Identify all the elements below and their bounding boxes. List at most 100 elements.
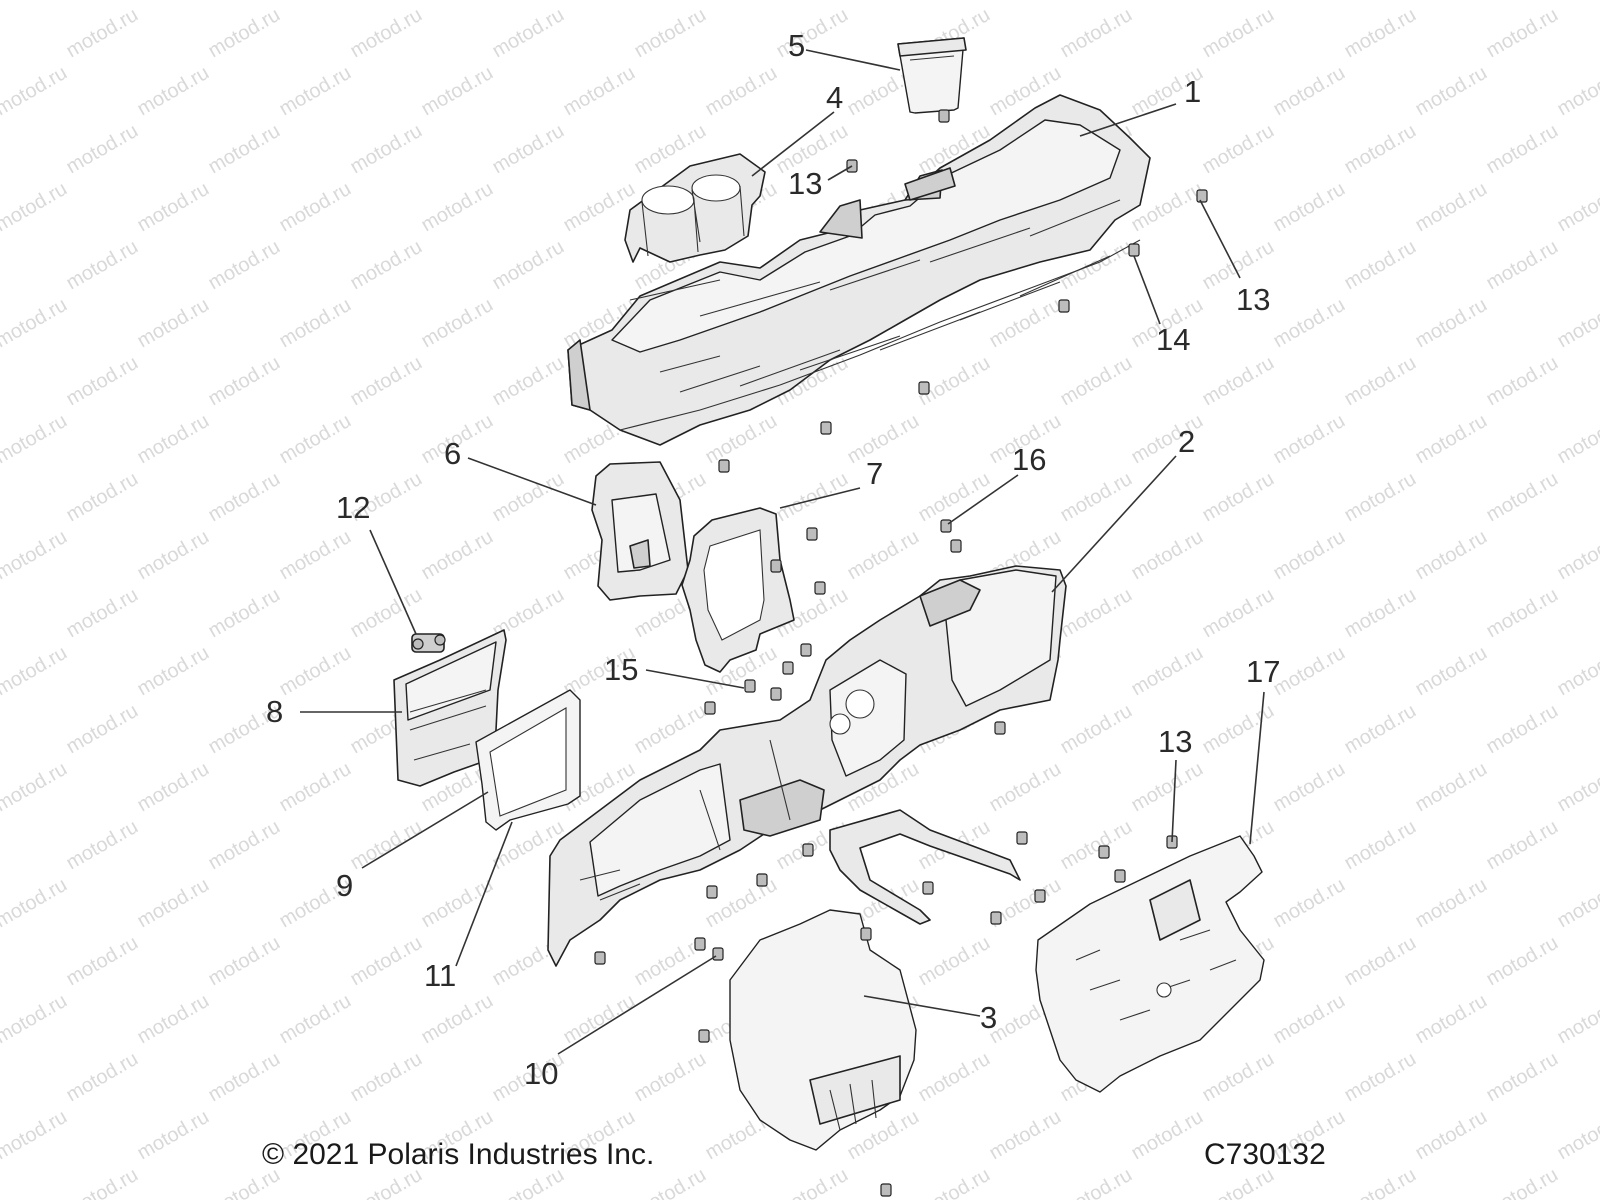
watermark-text: motod.ru — [631, 1048, 710, 1107]
watermark-text: motod.ru — [418, 990, 497, 1049]
callout-13-upper-left: 13 — [788, 166, 822, 201]
watermark-text: motod.ru — [63, 1164, 142, 1200]
watermark-text: motod.ru — [0, 410, 71, 469]
leader-lines — [300, 49, 1265, 1055]
watermark-text: motod.ru — [1483, 468, 1562, 527]
watermark-text: motod.ru — [1554, 0, 1600, 4]
watermark-text: motod.ru — [1483, 816, 1562, 875]
watermark-text: motod.ru — [276, 410, 355, 469]
watermark-text: motod.ru — [205, 932, 284, 991]
watermark-text: motod.ru — [134, 294, 213, 353]
watermark-text: motod.ru — [0, 758, 71, 817]
watermark-text: motod.ru — [1483, 1164, 1562, 1200]
watermark-text: motod.ru — [205, 1048, 284, 1107]
watermark-text: motod.ru — [1199, 468, 1278, 527]
watermark-text: motod.ru — [134, 526, 213, 585]
watermark-text: motod.ru — [560, 62, 639, 121]
watermark-text: motod.ru — [276, 294, 355, 353]
fastener — [880, 1183, 892, 1197]
watermark-text: motod.ru — [986, 1106, 1065, 1165]
watermark-text: motod.ru — [1199, 120, 1278, 179]
watermark-text: motod.ru — [0, 1106, 71, 1165]
watermark-text: motod.ru — [418, 62, 497, 121]
watermark-text: motod.ru — [418, 874, 497, 933]
callout-6: 6 — [444, 436, 461, 471]
fastener — [770, 559, 782, 573]
watermark-text: motod.ru — [986, 294, 1065, 353]
fastener — [712, 947, 724, 961]
callout-7: 7 — [866, 456, 883, 491]
watermark-text: motod.ru — [1554, 294, 1600, 353]
watermark-text: motod.ru — [347, 816, 426, 875]
callout-labels: 1 2 3 4 5 6 7 8 9 10 11 12 13 13 13 14 1… — [266, 28, 1280, 1091]
fastener — [860, 927, 872, 941]
watermark-text: motod.ru — [702, 62, 781, 121]
watermark-text: motod.ru — [1412, 0, 1491, 4]
watermark-text: motod.ru — [1341, 120, 1420, 179]
watermark-text: motod.ru — [1554, 526, 1600, 585]
fastener — [1128, 243, 1140, 257]
watermark-text: motod.ru — [1483, 4, 1562, 63]
callout-5: 5 — [788, 28, 805, 63]
watermark-text: motod.ru — [1057, 816, 1136, 875]
watermark-text: motod.ru — [560, 990, 639, 1049]
watermark-text: motod.ru — [1554, 410, 1600, 469]
watermark-text: motod.ru — [1412, 294, 1491, 353]
watermark-text: motod.ru — [205, 584, 284, 643]
watermark-text: motod.ru — [134, 990, 213, 1049]
support-bracket — [829, 809, 1021, 925]
diagram-code: C730132 — [1204, 1138, 1326, 1171]
callout-11: 11 — [424, 958, 456, 993]
watermark-text: motod.ru — [1483, 120, 1562, 179]
fastener — [940, 519, 952, 533]
watermark-text: motod.ru — [1554, 178, 1600, 237]
watermark-text: motod.ru — [1554, 874, 1600, 933]
watermark-text: motod.ru — [915, 1048, 994, 1107]
watermark-text: motod.ru — [1270, 758, 1349, 817]
fastener — [1114, 869, 1126, 883]
watermark-text: motod.ru — [347, 1048, 426, 1107]
callout-10: 10 — [524, 1056, 558, 1091]
watermark-text: motod.ru — [63, 236, 142, 295]
watermark-text: motod.ru — [1412, 642, 1491, 701]
watermark-text: motod.ru — [134, 642, 213, 701]
watermark-text: motod.ru — [1554, 758, 1600, 817]
watermark-text: motod.ru — [347, 584, 426, 643]
watermark-text: motod.ru — [134, 1106, 213, 1165]
watermark-text: motod.ru — [1057, 468, 1136, 527]
watermark-text: motod.ru — [1128, 758, 1207, 817]
watermark-text: motod.ru — [1270, 0, 1349, 4]
watermark-text: motod.ru — [915, 1164, 994, 1200]
watermark-text: motod.ru — [1341, 1048, 1420, 1107]
watermark-text: motod.ru — [702, 0, 781, 4]
watermark-text: motod.ru — [489, 4, 568, 63]
watermark-text: motod.ru — [63, 4, 142, 63]
watermark-text: motod.ru — [276, 642, 355, 701]
watermark-text: motod.ru — [205, 352, 284, 411]
part-4-cup-holder — [624, 153, 766, 263]
watermark-text: motod.ru — [276, 990, 355, 1049]
watermark-text: motod.ru — [63, 584, 142, 643]
watermark-text: motod.ru — [1412, 410, 1491, 469]
callout-13-upper-right: 13 — [1236, 282, 1270, 317]
watermark-text: motod.ru — [560, 0, 639, 4]
watermark-text: motod.ru — [489, 236, 568, 295]
watermark-text: motod.ru — [1483, 700, 1562, 759]
watermark-text: motod.ru — [915, 468, 994, 527]
watermark-text: motod.ru — [1270, 642, 1349, 701]
watermark-text: motod.ru — [1199, 352, 1278, 411]
watermark-text: motod.ru — [631, 700, 710, 759]
watermark-text: motod.ru — [134, 758, 213, 817]
watermark-text: motod.ru — [1341, 352, 1420, 411]
watermark-text: motod.ru — [0, 990, 71, 1049]
fastener — [990, 911, 1002, 925]
watermark-text: motod.ru — [702, 874, 781, 933]
watermark-text: motod.ru — [276, 178, 355, 237]
watermark-text: motod.ru — [418, 526, 497, 585]
watermark-text: motod.ru — [347, 352, 426, 411]
watermark-text: motod.ru — [1057, 584, 1136, 643]
watermark-text: motod.ru — [276, 0, 355, 4]
fastener — [706, 885, 718, 899]
watermark-text: motod.ru — [1341, 4, 1420, 63]
watermark-text: motod.ru — [276, 62, 355, 121]
